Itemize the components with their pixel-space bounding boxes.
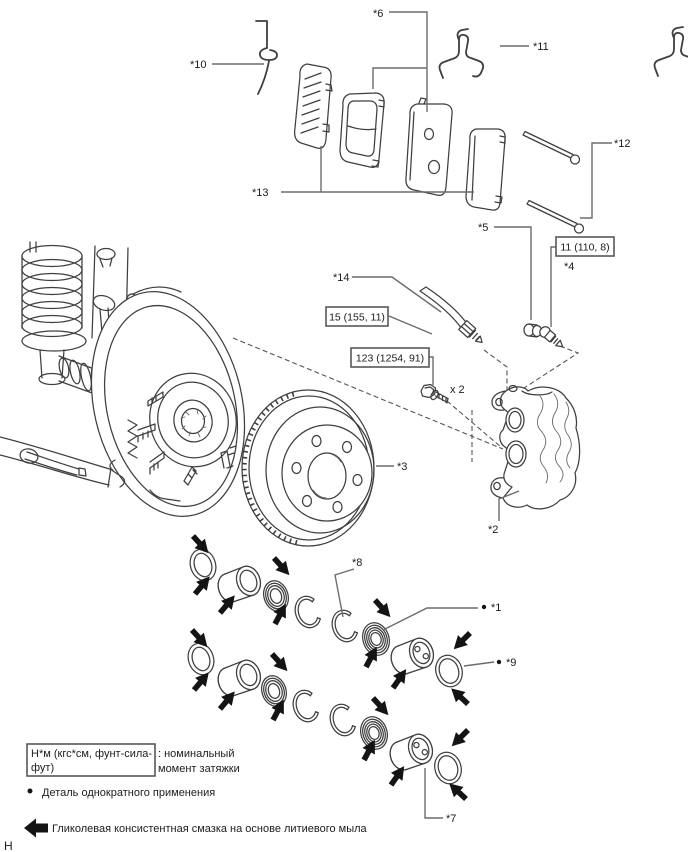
torque-value-bleeder: 11 (110, 8) [560, 242, 609, 254]
brake-pad-inner [339, 92, 385, 168]
callout-star9: *9 [506, 657, 516, 669]
anti-squeal-shim-plain [465, 128, 506, 211]
bleeder-screw [539, 326, 564, 348]
caliper-mounting-bolt [420, 383, 449, 404]
wheel-studs [137, 391, 237, 486]
non-reusable-bullet-9 [496, 659, 502, 665]
footer-page-char: Н [4, 839, 13, 852]
quantity-note: x 2 [450, 384, 465, 396]
legend-grease-text: Гликолевая консистентная смазка на основ… [52, 823, 368, 835]
callout-star4: *4 [564, 261, 574, 273]
non-reusable-bullet-1 [481, 604, 487, 610]
coil-spring [21, 241, 87, 386]
legend-torque-box [26, 743, 156, 777]
callout-star13: *13 [252, 187, 269, 199]
callout-star6: *6 [373, 8, 383, 20]
legend-grease-arrow-icon [24, 818, 48, 838]
callout-star7: *7 [446, 813, 456, 825]
anti-rattle-clip [438, 28, 485, 79]
callout-star5: *5 [478, 222, 488, 234]
lower-control-arm [0, 436, 114, 488]
front-suspension-illustration [0, 241, 246, 517]
legend-torque-meaning-line1: : номинальный [158, 748, 234, 760]
legend-non-reusable-text: Деталь однократного применения [42, 787, 215, 799]
flexible-brake-hose [419, 286, 483, 344]
legend-torque-unit-line1: Н*м (кгс*см, фунт-сила- [31, 748, 152, 760]
legend-torque-unit-line2: фут) [31, 762, 54, 774]
bleeder-plug-cap [523, 323, 543, 338]
callout-star3: *3 [397, 461, 407, 473]
callout-labels: *6 *10 *11 *12 *13 *5 *4 *14 *3 *2 *8 *1… [190, 8, 631, 825]
rotor-bolt-holes [291, 434, 363, 514]
brake-caliper [490, 384, 581, 510]
callout-star2: *2 [488, 524, 498, 536]
callout-star1: *1 [491, 602, 501, 614]
axle-hub [137, 372, 237, 486]
callout-star14: *14 [333, 272, 350, 284]
callout-star12: *12 [614, 138, 631, 150]
callout-star8: *8 [352, 557, 362, 569]
anti-squeal-shim-slotted [294, 63, 333, 149]
legend-non-reusable-bullet [27, 788, 33, 794]
brake-pad-outer [405, 97, 453, 196]
brake-pads-group [255, 20, 688, 234]
pad-support-wire [255, 20, 278, 95]
torque-spec-box-caliper-bolt: 123 (1254, 91) [350, 347, 430, 368]
torque-spec-box-bleeder: 11 (110, 8) [555, 236, 615, 257]
torque-value-hose: 15 (155, 11) [329, 312, 385, 324]
callout-star10: *10 [190, 59, 207, 71]
torque-value-caliper-bolt: 123 (1254, 91) [356, 353, 424, 365]
legend: Н*м (кгс*см, фунт-сила- фут) : номинальн… [4, 743, 368, 852]
brake-rotor [241, 389, 375, 547]
caliper-sliding-pins [522, 130, 585, 234]
legend-torque-meaning-line2: момент затяжки [158, 763, 240, 775]
callout-star11: *11 [533, 41, 549, 53]
anti-rattle-clip-2 [653, 26, 688, 77]
torque-spec-box-hose: 15 (155, 11) [325, 306, 389, 327]
callout-leader-lines [212, 11, 612, 819]
